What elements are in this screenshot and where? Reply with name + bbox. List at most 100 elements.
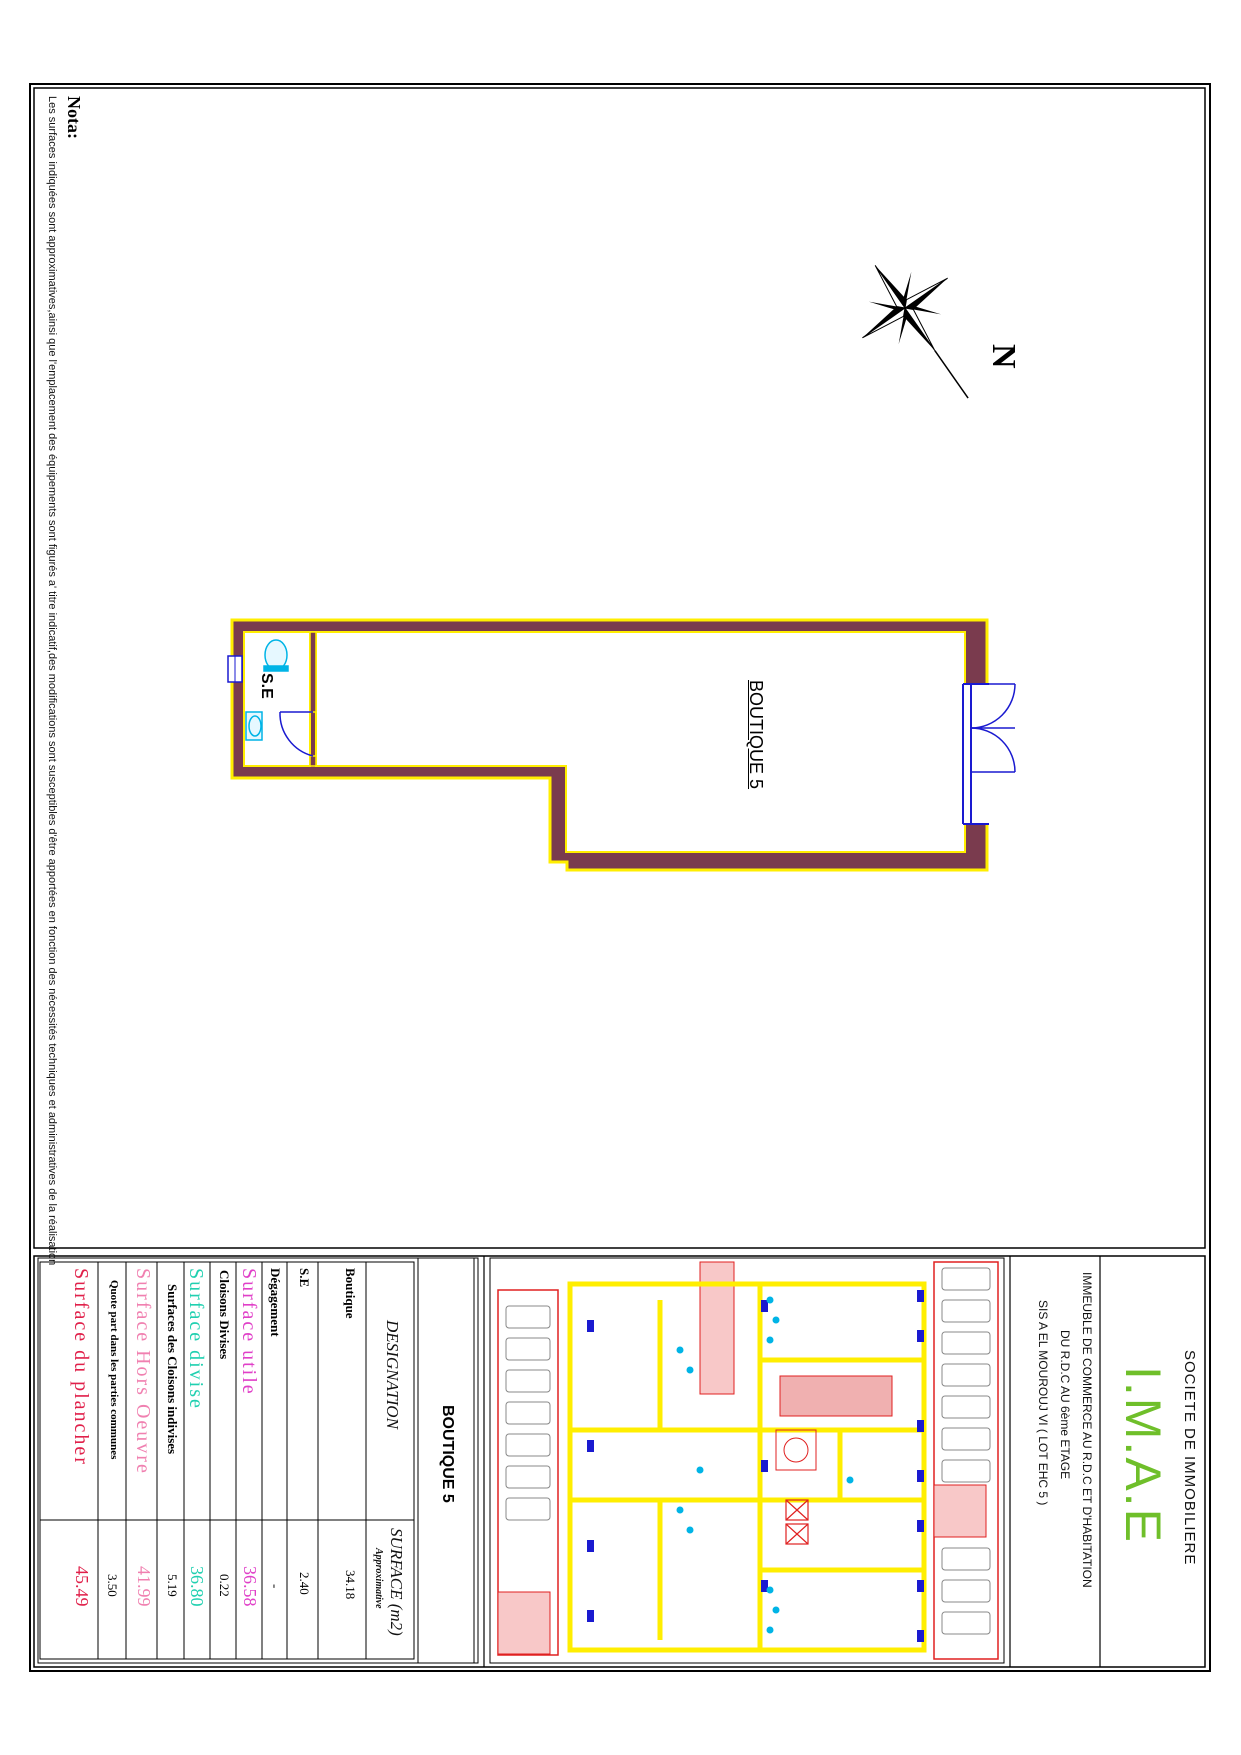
key-plan-door-icon	[761, 1460, 768, 1472]
key-plan-fixture-icon	[696, 1466, 704, 1474]
key-plan-parking-top	[933, 1261, 999, 1660]
row-value-surface-hors-oeuvre: 41.99	[134, 1566, 154, 1607]
drawing-area-frame	[33, 87, 1206, 1249]
key-plan-door-icon	[917, 1520, 924, 1532]
parking-car-icon	[505, 1369, 551, 1393]
key-plan-fixture-icon	[772, 1316, 780, 1324]
se-partition	[309, 631, 317, 713]
key-plan-fixtures	[676, 1296, 854, 1634]
row-label-quote-part: Quote part dans les parties communes	[108, 1280, 120, 1460]
key-plan-door-icon	[587, 1540, 594, 1552]
parking-car-icon	[941, 1547, 991, 1571]
compass-rose-icon	[862, 265, 969, 399]
parking-car-icon	[941, 1363, 991, 1387]
key-plan-fixture-icon	[846, 1476, 854, 1484]
parking-car-icon	[505, 1305, 551, 1329]
project-desc-line1: IMMEUBLE DE COMMERCE AU R.D.C ET D'HABIT…	[1080, 1272, 1094, 1588]
brand-logo-text: I.M.A.E	[1115, 1366, 1171, 1544]
key-plan-door-icon	[761, 1300, 768, 1312]
shopfront-opening	[963, 684, 989, 824]
parking-car-icon	[941, 1395, 991, 1419]
key-plan	[497, 1261, 999, 1660]
key-plan-ramp	[933, 1484, 987, 1538]
key-plan-fixture-icon	[766, 1296, 774, 1304]
key-plan-parking-stalls	[505, 1267, 991, 1635]
key-plan-walls	[567, 1281, 927, 1653]
key-plan-fixture-icon	[766, 1336, 774, 1344]
key-plan-fixture-icon	[686, 1366, 694, 1374]
key-plan-door-icon	[917, 1580, 924, 1592]
parking-car-icon	[941, 1459, 991, 1483]
key-plan-stair-icon	[775, 1429, 817, 1471]
boutique-room	[244, 631, 966, 853]
cartouche-frame	[33, 1255, 1206, 1668]
key-plan-door-icon	[587, 1610, 594, 1622]
parking-car-icon	[505, 1337, 551, 1361]
nota-text: Les surfaces indiquées sont approximativ…	[46, 96, 58, 1266]
north-label: N	[985, 344, 1022, 369]
toilet-icon	[263, 639, 289, 672]
key-plan-fixture-icon	[686, 1526, 694, 1534]
parking-car-icon	[505, 1433, 551, 1457]
key-plan-door-icon	[917, 1330, 924, 1342]
key-plan-door-icon	[917, 1290, 924, 1302]
surface-table-grid	[37, 1257, 479, 1664]
key-plan-door-icon	[587, 1440, 594, 1452]
row-label-surface-plancher: Surface du plancher	[70, 1268, 92, 1466]
parking-car-icon	[941, 1267, 991, 1291]
project-desc-line2: DU R.D.C AU 6ème ETAGE	[1058, 1330, 1072, 1480]
row-value-surface-plancher: 45.49	[72, 1566, 92, 1607]
parking-car-icon	[941, 1299, 991, 1323]
row-label-boutique: Boutique	[343, 1268, 358, 1319]
header-surface-sub: Approximative	[373, 1548, 384, 1609]
key-plan-fixture-icon	[766, 1626, 774, 1634]
key-plan-door-icon	[917, 1470, 924, 1482]
floor-plan-boutique-5	[227, 618, 1016, 872]
key-plan-fixture-icon	[676, 1506, 684, 1514]
parking-car-icon	[941, 1579, 991, 1603]
key-plan-door-marks	[587, 1290, 924, 1642]
parking-car-icon	[505, 1497, 551, 1521]
row-label-cloisons-divises: Cloisons Divises	[217, 1270, 232, 1360]
row-value-cloisons-divises: 0.22	[217, 1574, 232, 1597]
header-surface: SURFACE (m2)	[387, 1528, 406, 1636]
row-label-surface-hors-oeuvre: Surface Hors Oeuvre	[132, 1268, 154, 1475]
row-label-se: S.E	[297, 1268, 312, 1288]
key-plan-door-icon	[761, 1580, 768, 1592]
row-label-degagement: Dégagement	[268, 1268, 283, 1337]
header-designation: DESIGNATION	[383, 1320, 402, 1429]
key-plan-lift-icon	[785, 1499, 809, 1545]
key-plan-fixture-icon	[766, 1586, 774, 1594]
project-desc-line3: SIS A EL MOUROUJ VI ( LOT EHC 5 )	[1036, 1300, 1050, 1506]
row-label-surface-utile: Surface utile	[238, 1268, 260, 1396]
room-label-se: S.E	[258, 673, 275, 699]
parking-car-icon	[505, 1401, 551, 1425]
key-plan-door-icon	[917, 1420, 924, 1432]
parking-car-icon	[505, 1465, 551, 1489]
row-value-degagement: -	[268, 1584, 283, 1589]
nota-title: Nota:	[64, 96, 84, 139]
row-label-surface-divise: Surface divise	[185, 1268, 207, 1410]
key-plan-door-icon	[587, 1320, 594, 1332]
row-value-se: 2.40	[297, 1572, 312, 1595]
key-plan-door-icon	[917, 1630, 924, 1642]
shopfront-door-icon	[970, 683, 1016, 773]
outer-frame	[29, 83, 1211, 1672]
company-name: SOCIETE DE IMMOBILIERE	[1181, 1350, 1198, 1566]
key-plan-frame	[489, 1257, 1005, 1664]
row-value-surface-divise: 36.80	[187, 1566, 207, 1607]
parking-car-icon	[941, 1427, 991, 1451]
key-plan-fixture-icon	[676, 1346, 684, 1354]
row-value-boutique: 34.18	[343, 1570, 358, 1600]
sink-icon	[245, 711, 263, 741]
row-label-cloisons-indivises: Surfaces des Cloisons indivises	[165, 1284, 180, 1455]
key-plan-highlight	[779, 1375, 893, 1417]
se-partition-end	[309, 755, 317, 767]
row-value-surface-utile: 36.58	[240, 1566, 260, 1607]
row-value-cloisons-indivises: 5.19	[165, 1574, 180, 1597]
table-title: BOUTIQUE 5	[439, 1405, 456, 1503]
row-value-quote-part: 3.50	[105, 1574, 120, 1597]
room-label-boutique: BOUTIQUE 5	[746, 680, 766, 790]
